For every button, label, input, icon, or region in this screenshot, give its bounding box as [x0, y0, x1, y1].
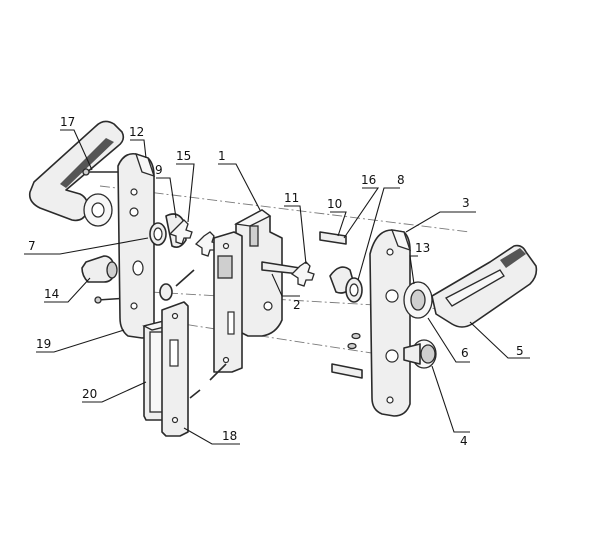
callout-4: 4: [460, 434, 468, 448]
rod: [319, 231, 347, 245]
callout-3: 3: [462, 196, 470, 210]
callout-12: 12: [129, 125, 144, 139]
leader-17: [60, 129, 93, 171]
callout-15: 15: [176, 149, 191, 163]
callout-20: 20: [82, 387, 97, 401]
callout-17: 17: [60, 115, 75, 129]
callout-6: 6: [461, 346, 469, 360]
leader-10: [330, 211, 347, 237]
leader-14: [44, 277, 91, 303]
strike-plate: [161, 269, 201, 437]
leader-5: [469, 321, 530, 359]
callout-7: 7: [28, 239, 36, 253]
callout-2: 2: [293, 298, 301, 312]
callout-9: 9: [155, 163, 163, 177]
callout-5: 5: [516, 344, 524, 358]
right-spring-washers: [290, 231, 363, 379]
leader-13: [409, 255, 418, 285]
leader-1: [218, 163, 261, 211]
mortise-lock-body: [209, 209, 283, 381]
right-thumb-knob: [403, 339, 437, 369]
callout-10: 10: [327, 197, 342, 211]
leader-3: [405, 211, 476, 233]
callout-16: 16: [361, 173, 376, 187]
callout-13: 13: [415, 241, 430, 255]
left-escutcheon-plate: [117, 152, 156, 339]
leader-20: [82, 381, 147, 403]
latch-bolt: [217, 255, 233, 279]
star-washer-right: [290, 261, 315, 287]
star-washer-left: [168, 219, 193, 245]
callout-8: 8: [397, 173, 405, 187]
left-spring-washers: [149, 213, 219, 301]
lower-rod: [331, 363, 363, 379]
leader-7: [24, 237, 149, 255]
leader-4: [431, 365, 470, 433]
leader-9: [156, 177, 177, 219]
callout-1: 1: [218, 149, 226, 163]
right-lever-handle: [403, 244, 538, 328]
callout-11: 11: [284, 191, 299, 205]
leader-8: [357, 187, 400, 281]
callout-labels: 1 2 3 4 5 6 7 8 9 10 11 12 13 14 15 16 1…: [28, 115, 524, 448]
faceplate-screw: [209, 363, 227, 381]
callout-14: 14: [44, 287, 59, 301]
left-lever-handle: [28, 120, 126, 227]
leader-2: [271, 273, 300, 297]
leader-6: [427, 317, 470, 363]
callout-18: 18: [222, 429, 237, 443]
right-escutcheon-plate: [369, 229, 412, 417]
leader-12: [130, 139, 147, 159]
callout-19: 19: [36, 337, 51, 351]
leader-19: [36, 329, 125, 353]
leader-15: [176, 163, 195, 223]
axis-upper: [99, 185, 471, 233]
leader-11: [284, 205, 307, 265]
callout-leaders: [24, 129, 530, 445]
leader-18: [183, 427, 240, 445]
leader-16: [343, 187, 380, 239]
star-washer-left-2: [194, 231, 219, 257]
lock-faceplate: [213, 231, 243, 373]
